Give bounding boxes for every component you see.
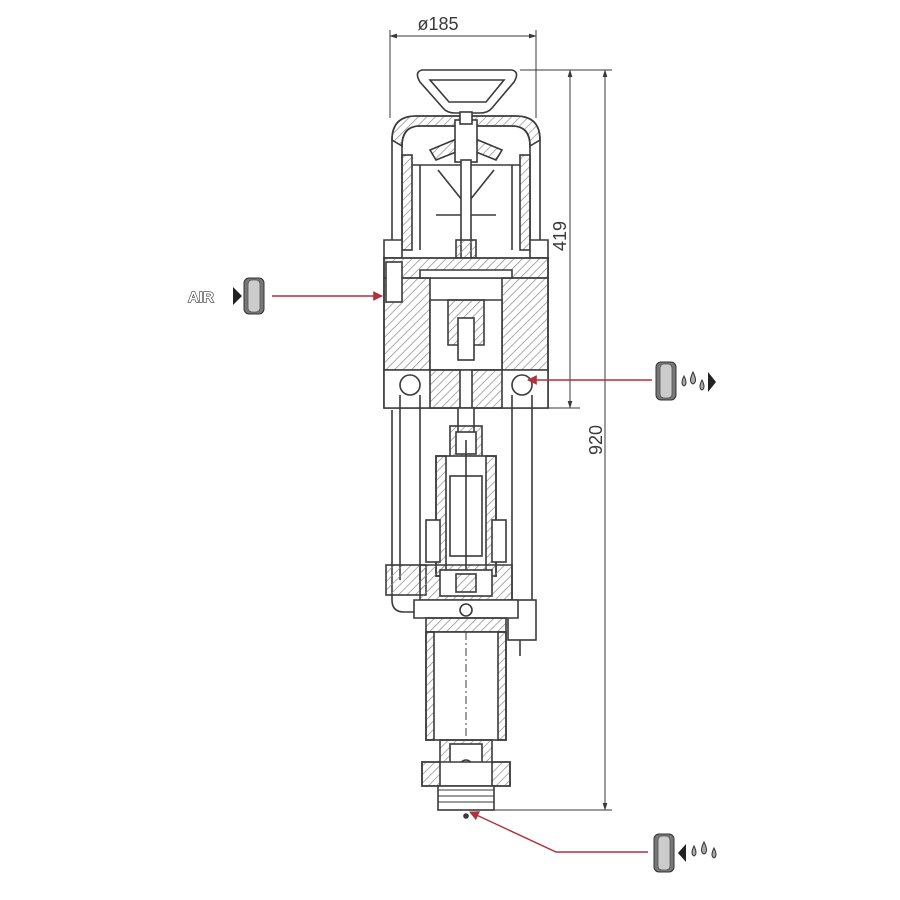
inlet-leader xyxy=(469,811,648,853)
total-height-label: 920 xyxy=(586,425,606,455)
air-fitting-icon xyxy=(243,277,265,315)
air-label: AIR xyxy=(188,289,214,306)
total-height-dimension xyxy=(490,69,612,811)
handle xyxy=(416,69,518,114)
upper-height-label: 419 xyxy=(550,221,570,251)
diameter-dimension xyxy=(389,30,537,118)
air-arrow-icon xyxy=(233,287,242,305)
water-in-icon xyxy=(653,833,717,873)
pump-section xyxy=(413,407,519,633)
leader-lines xyxy=(272,291,652,853)
air-port-symbol: AIR xyxy=(187,277,265,315)
diameter-label: ø185 xyxy=(417,14,458,34)
air-motor-housing xyxy=(383,111,549,409)
water-out-icon xyxy=(655,361,716,401)
lower-pump-tube xyxy=(421,631,511,819)
